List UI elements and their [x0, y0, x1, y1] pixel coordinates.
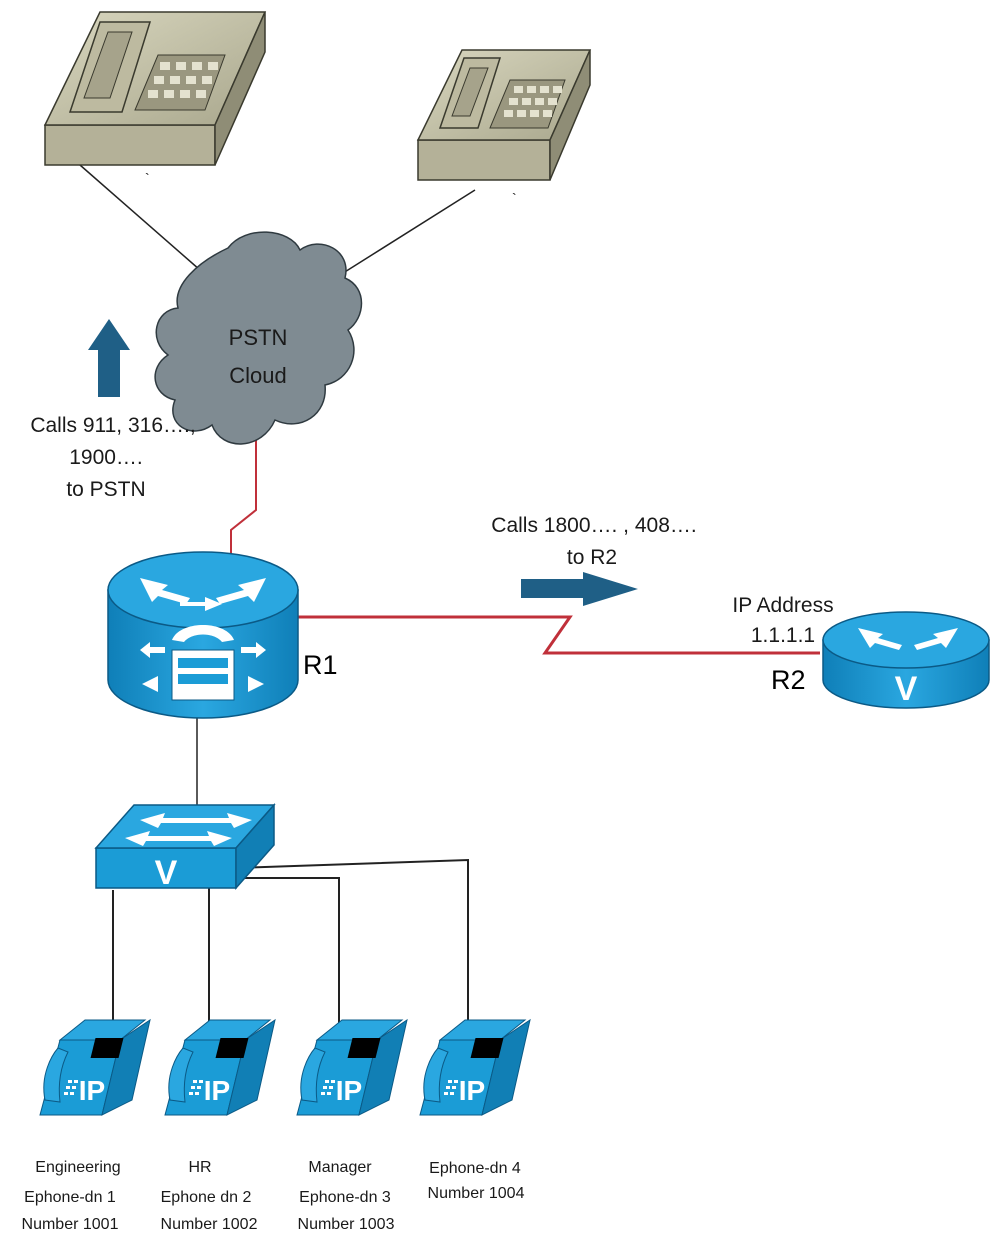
pstn-cloud-label-line1: PSTN — [229, 325, 288, 350]
voice-switch: V — [94, 803, 276, 892]
phone-1-dn: Ephone-dn 1 — [24, 1189, 116, 1206]
phone-1-number: Number 1001 — [22, 1216, 119, 1233]
pstn-calls-line1: Calls 911, 316…., — [30, 414, 195, 437]
right-arrow-icon — [521, 572, 638, 606]
ip-phone-1: IP — [39, 1018, 151, 1116]
ip-phone-2: IP — [164, 1018, 276, 1116]
phone1-to-cloud-link — [79, 164, 201, 271]
r1-to-pstn-serial-link — [230, 440, 257, 560]
phone-3-number: Number 1003 — [298, 1216, 395, 1233]
svg-text:IP: IP — [459, 1075, 485, 1106]
pstn-phone-2 — [416, 49, 592, 181]
pstn-cloud-label-line2: Cloud — [229, 363, 286, 388]
router-r2-label: R2 — [771, 665, 806, 695]
router-r2-v-icon: V — [895, 670, 918, 708]
svg-text:IP: IP — [79, 1075, 105, 1106]
svg-text:IP: IP — [204, 1075, 230, 1106]
router-r1 — [107, 551, 299, 719]
switch-v-icon: V — [155, 854, 178, 892]
r2-calls-label: Calls 1800…. , 408…. to R2 — [491, 514, 696, 569]
r2-ip-line2: 1.1.1.1 — [751, 624, 815, 647]
phone-3-dn: Ephone-dn 3 — [299, 1189, 391, 1206]
svg-text:`: ` — [145, 170, 150, 186]
r2-calls-line2: to R2 — [567, 546, 617, 569]
router-r2: V — [822, 611, 990, 709]
r1-to-r2-serial-link — [290, 615, 820, 655]
phone-1-role: Engineering — [35, 1159, 120, 1176]
phone2-to-cloud-link — [339, 189, 476, 276]
up-arrow-icon — [88, 319, 130, 397]
phone-3-role: Manager — [308, 1159, 372, 1176]
r2-calls-line1: Calls 1800…. , 408…. — [491, 514, 696, 537]
svg-text:`: ` — [512, 190, 517, 206]
switch-to-phone4-link — [234, 858, 469, 1050]
phone-2-number: Number 1002 — [161, 1216, 258, 1233]
ip-phone-3: IP — [296, 1018, 408, 1116]
phone-labels: Engineering Ephone-dn 1 Number 1001 HR E… — [22, 1159, 525, 1233]
phone-2-dn: Ephone dn 2 — [161, 1189, 252, 1206]
r2-ip-label: IP Address 1.1.1.1 — [732, 594, 833, 647]
pstn-calls-label: Calls 911, 316…., 1900…. to PSTN — [30, 414, 195, 501]
phone-4-number: Number 1004 — [428, 1185, 525, 1202]
pstn-calls-line2: 1900…. — [69, 446, 143, 469]
phone-2-role: HR — [188, 1159, 211, 1176]
pstn-phone-1 — [43, 11, 267, 166]
phone-4-dn: Ephone-dn 4 — [429, 1160, 521, 1177]
r2-ip-line1: IP Address — [732, 594, 833, 617]
svg-text:IP: IP — [336, 1075, 362, 1106]
switch-to-phone3-link — [240, 877, 340, 1050]
pstn-calls-line3: to PSTN — [66, 478, 145, 501]
router-r1-label: R1 — [303, 650, 338, 680]
links — [79, 164, 820, 1050]
pstn-cloud: PSTN Cloud — [154, 231, 363, 445]
ip-phone-4: IP — [419, 1018, 531, 1116]
